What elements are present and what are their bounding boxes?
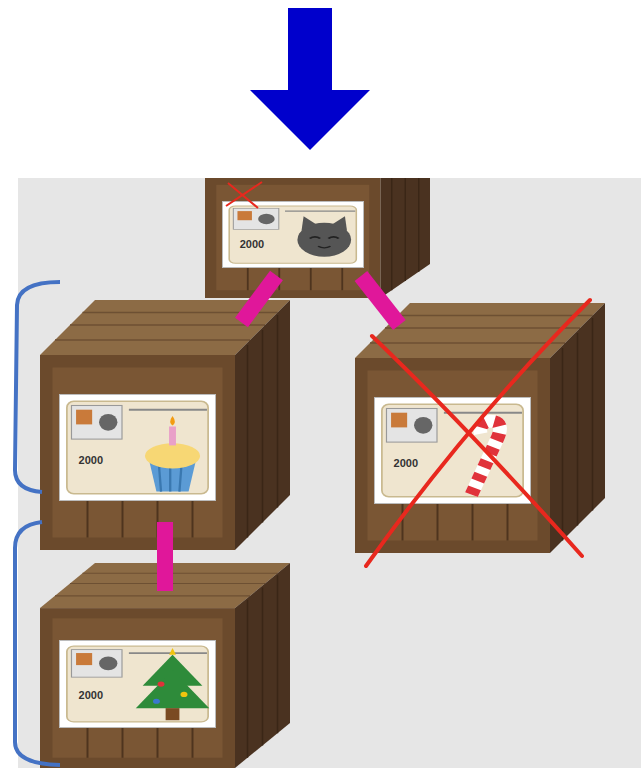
crate-box: 2000 [355, 303, 605, 553]
sticker-art [375, 398, 530, 503]
cross-mark [366, 300, 590, 566]
crate-box: 2000 [40, 300, 290, 550]
item-sticker: 2000 [375, 398, 530, 503]
sticker-art [60, 395, 215, 500]
down-arrow [250, 8, 370, 150]
amount-text: 2000 [394, 457, 418, 469]
item-sticker: 2000 [60, 395, 215, 500]
amount-text: 2000 [240, 238, 264, 250]
group-bracket [15, 282, 60, 492]
amount-text: 2000 [79, 454, 103, 466]
sticker-art [223, 202, 363, 267]
cross-mark [226, 182, 262, 208]
crate-box: 2000 [205, 178, 430, 298]
item-sticker: 2000 [60, 641, 215, 727]
amount-text: 2000 [79, 689, 103, 701]
group-bracket [15, 522, 60, 765]
gray-backdrop: 2000 2000 2000 2000 [18, 178, 641, 768]
item-sticker: 2000 [223, 202, 363, 267]
crate-box: 2000 [40, 563, 290, 768]
sticker-art [60, 641, 215, 727]
